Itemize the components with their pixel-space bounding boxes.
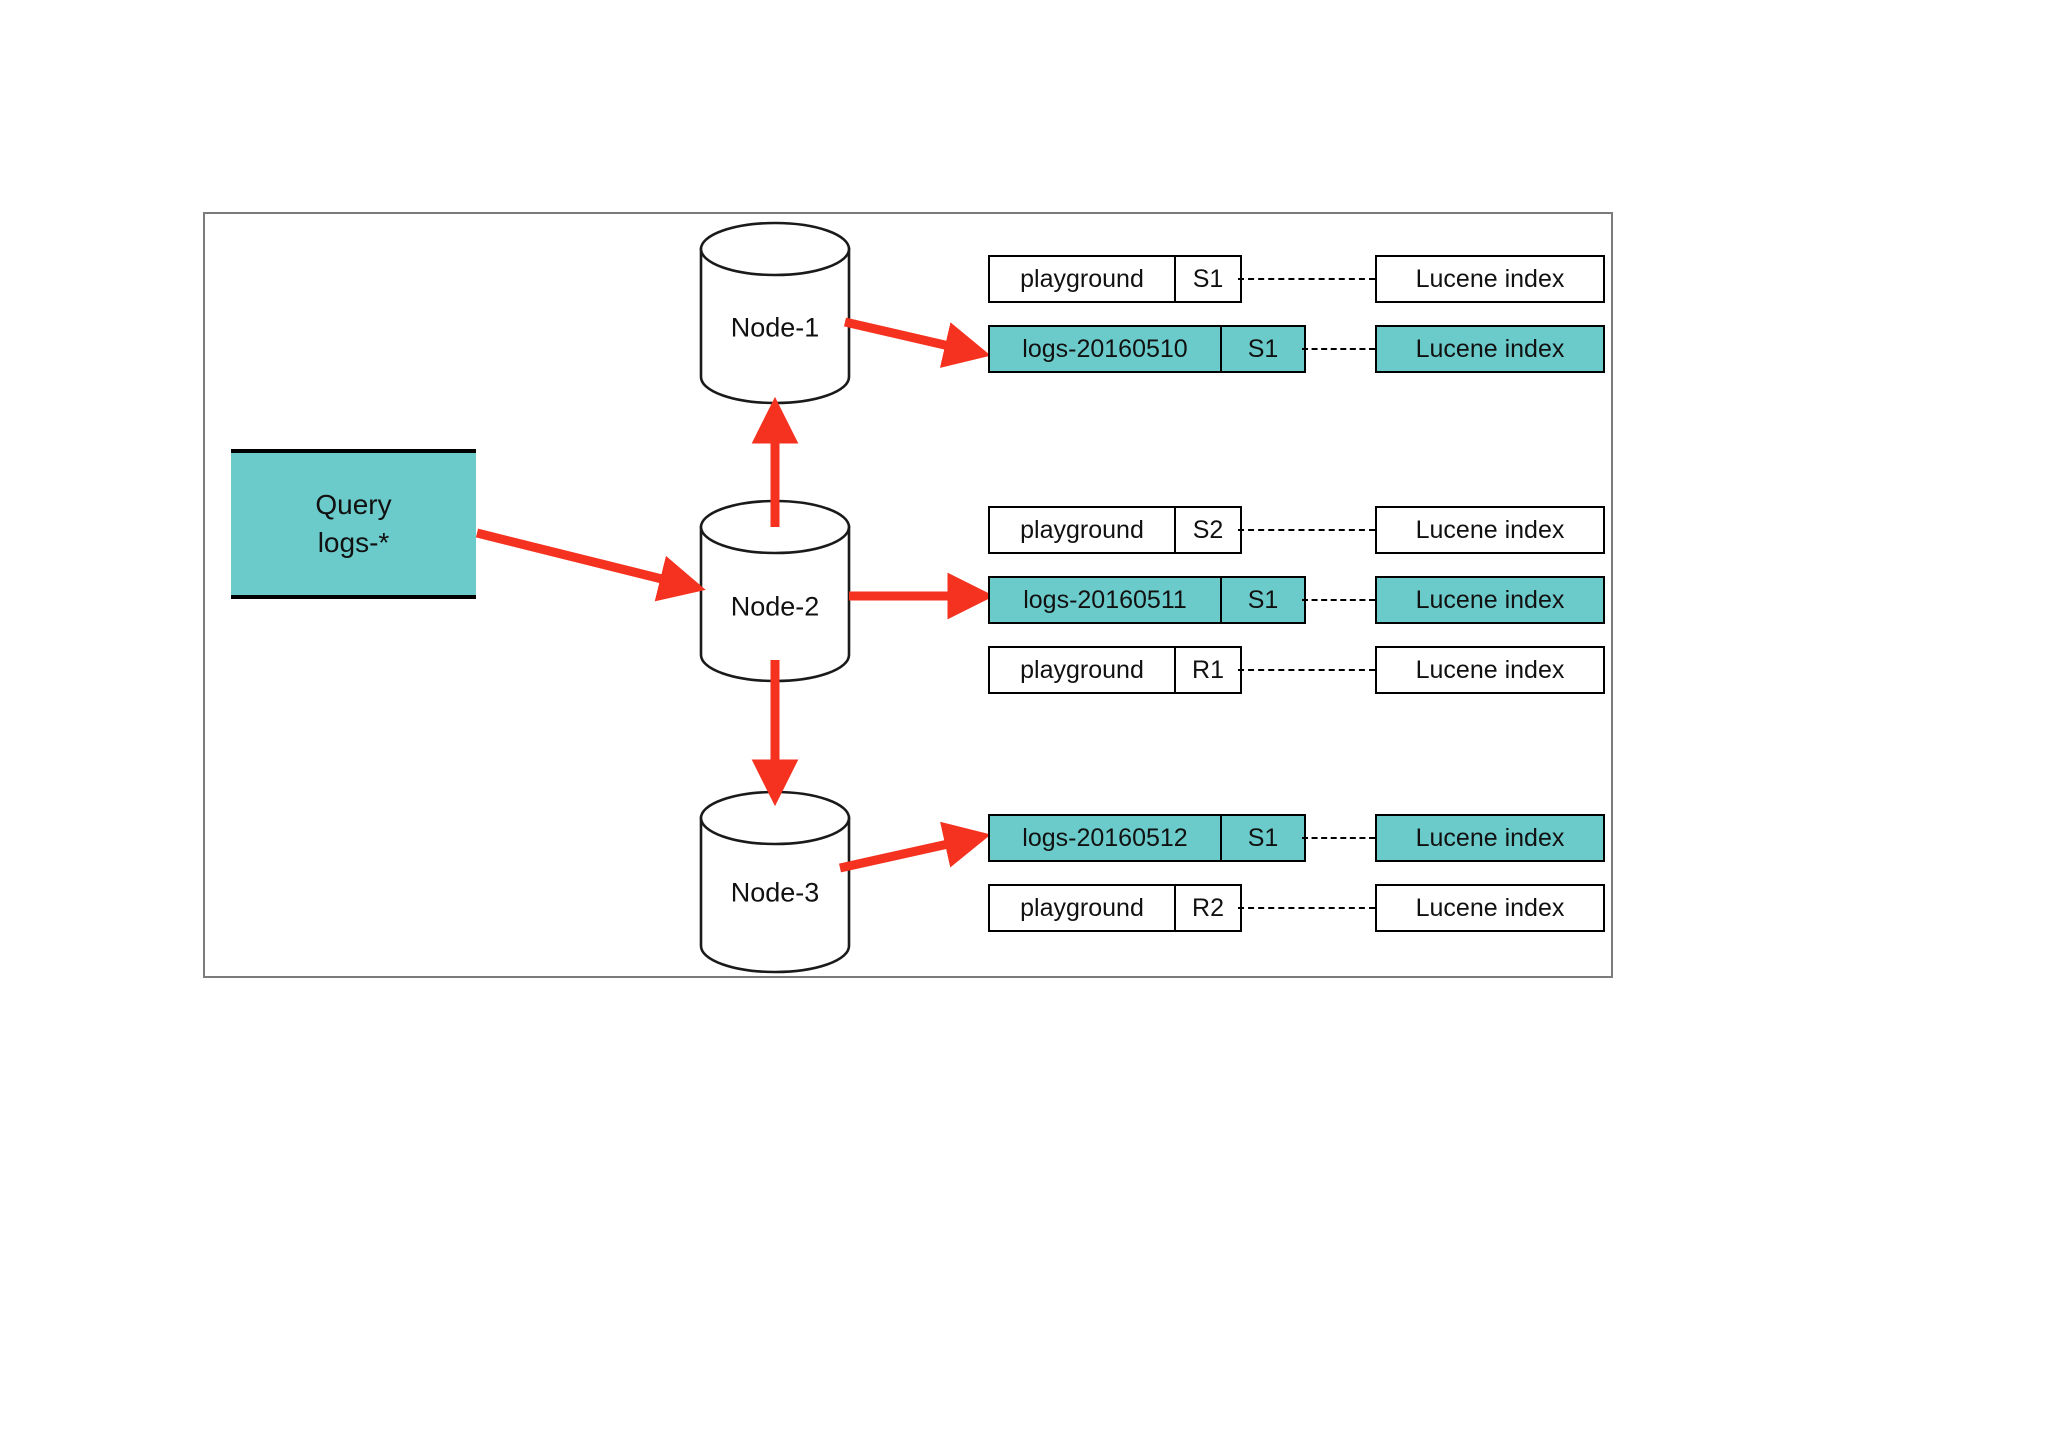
shard-box[interactable]: logs-20160511 S1 (988, 576, 1306, 624)
node-label-node-1: Node-1 (730, 312, 820, 343)
shard-to-lucene-connector (1302, 837, 1375, 839)
node-label-node-3: Node-3 (730, 877, 820, 908)
shard-box[interactable]: logs-20160510 S1 (988, 325, 1306, 373)
shard-to-lucene-connector (1238, 278, 1375, 280)
shard-id: S1 (1220, 578, 1304, 622)
shard-id: R1 (1174, 648, 1240, 692)
shard-id: S1 (1174, 257, 1240, 301)
shard-index-name: playground (1020, 893, 1144, 922)
shard-to-lucene-connector (1302, 348, 1375, 350)
query-line-2: logs-* (317, 527, 390, 558)
shard-id: S1 (1220, 327, 1304, 371)
shard-index-name: playground (1020, 655, 1144, 684)
lucene-index-box[interactable]: Lucene index (1375, 506, 1605, 554)
lucene-index-box[interactable]: Lucene index (1375, 884, 1605, 932)
lucene-index-box[interactable]: Lucene index (1375, 814, 1605, 862)
lucene-index-box[interactable]: Lucene index (1375, 576, 1605, 624)
lucene-index-box[interactable]: Lucene index (1375, 255, 1605, 303)
lucene-index-box[interactable]: Lucene index (1375, 646, 1605, 694)
shard-to-lucene-connector (1302, 599, 1375, 601)
shard-index-name: playground (1020, 264, 1144, 293)
query-line-1: Query (315, 489, 392, 521)
shard-box[interactable]: playground R2 (988, 884, 1242, 932)
shard-id: R2 (1174, 886, 1240, 930)
shard-to-lucene-connector (1238, 669, 1375, 671)
shard-index-name: logs-20160510 (1022, 334, 1188, 363)
shard-id: S1 (1220, 816, 1304, 860)
shard-index-name: logs-20160511 (1023, 585, 1187, 614)
lucene-index-box[interactable]: Lucene index (1375, 325, 1605, 373)
shard-index-name: playground (1020, 515, 1144, 544)
shard-box[interactable]: playground S2 (988, 506, 1242, 554)
shard-to-lucene-connector (1238, 529, 1375, 531)
shard-box[interactable]: logs-20160512 S1 (988, 814, 1306, 862)
shard-id: S2 (1174, 508, 1240, 552)
shard-to-lucene-connector (1238, 907, 1375, 909)
shard-box[interactable]: playground R1 (988, 646, 1242, 694)
shard-index-name: logs-20160512 (1022, 823, 1188, 852)
node-label-node-2: Node-2 (730, 591, 820, 622)
shard-box[interactable]: playground S1 (988, 255, 1242, 303)
query-box[interactable]: Query logs-* (231, 449, 476, 599)
